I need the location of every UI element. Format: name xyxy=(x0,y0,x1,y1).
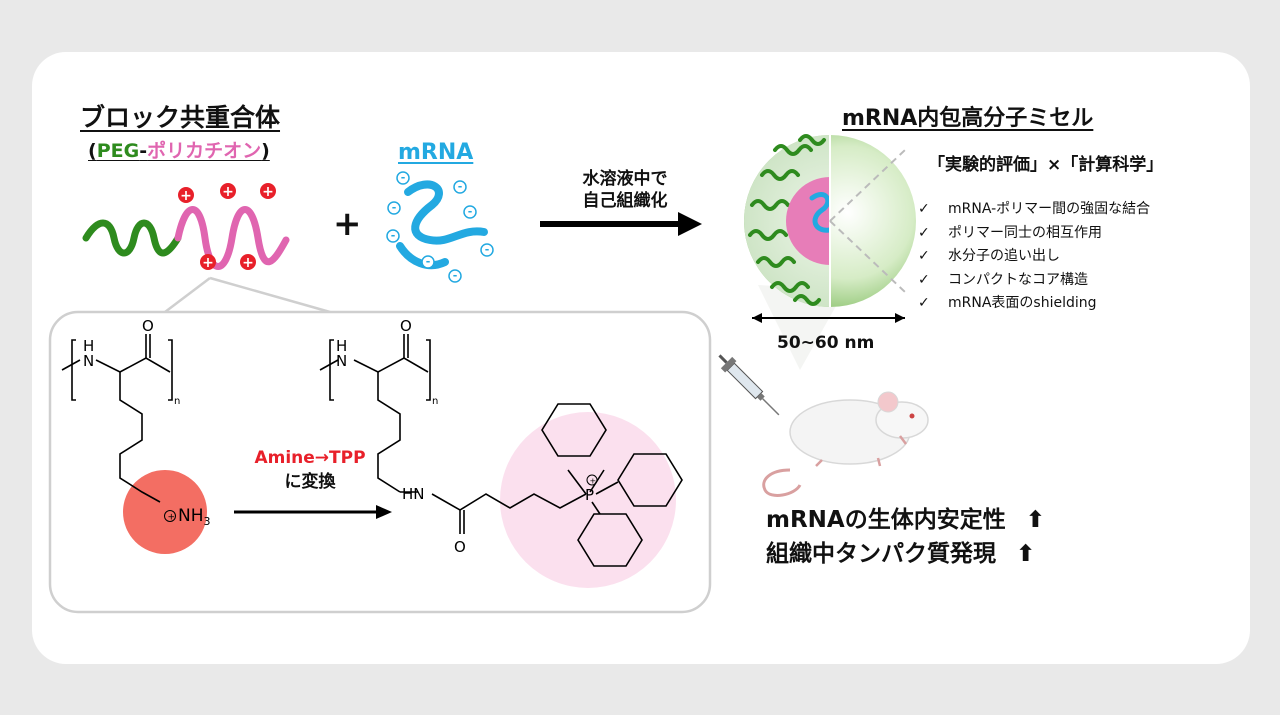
svg-text:-: - xyxy=(392,201,397,214)
self-assembly-label-line2: 自己組織化 xyxy=(582,191,668,211)
plus-charge-glyph: + xyxy=(168,513,176,523)
subscript-n: n xyxy=(174,396,180,407)
amine-highlight xyxy=(123,470,207,554)
result-expression-label: 組織中タンパク質発現 xyxy=(766,541,996,567)
conversion-label: Amine→TPP に変換 xyxy=(225,446,395,494)
svg-text:+: + xyxy=(262,184,274,200)
positive-charges: + + + + + xyxy=(178,183,276,271)
label-h: H xyxy=(83,337,94,355)
tpp-structure xyxy=(319,334,683,567)
svg-text:-: - xyxy=(401,171,406,184)
charge-icon: + xyxy=(240,254,256,271)
self-assembly-label: 水溶液中で 自己組織化 xyxy=(545,168,705,212)
check-icon: ✓ xyxy=(918,271,930,288)
svg-text:-: - xyxy=(458,180,463,193)
list-item: ✓ mRNA表面のshielding xyxy=(918,292,1150,316)
charge-icon: + xyxy=(178,187,194,204)
p-charge-glyph: + xyxy=(590,477,597,486)
charge-icon: + xyxy=(260,183,276,200)
subtitle-paren-open: ( xyxy=(88,140,97,162)
subtitle-peg: PEG xyxy=(96,140,140,162)
syringe-icon xyxy=(718,354,780,416)
checklist-item-label: 水分子の追い出し xyxy=(948,248,1060,264)
block-copolymer-subtitle: (PEG-ポリカチオン) xyxy=(88,136,270,163)
conversion-label-bottom: に変換 xyxy=(284,472,336,492)
result-stability: mRNAの生体内安定性 ⬆ xyxy=(766,500,1045,534)
plus-sign: + xyxy=(333,204,362,244)
label-hn: HN xyxy=(402,485,425,503)
svg-text:-: - xyxy=(485,243,490,256)
result-stability-label: mRNAの生体内安定性 xyxy=(766,507,1006,533)
peg-chain xyxy=(82,219,182,257)
self-assembly-label-line1: 水溶液中で xyxy=(582,169,668,189)
label-h-right: H xyxy=(336,337,347,355)
checklist-item-label: mRNA-ポリマー間の強固な結合 xyxy=(948,201,1151,217)
label-o-amide: O xyxy=(454,538,466,556)
svg-text:+: + xyxy=(222,184,234,200)
result-expression: 組織中タンパク質発現 ⬆ xyxy=(766,534,1035,568)
label-o: O xyxy=(142,317,154,335)
self-assembly-arrow xyxy=(540,212,702,236)
evaluation-title: 「実験的評価」×「計算科学」 xyxy=(928,155,1164,175)
label-n: N xyxy=(83,352,94,370)
subscript-n-right: n xyxy=(432,396,438,407)
subtitle-dash: - xyxy=(139,140,148,162)
nh3-label: NH3 xyxy=(178,506,211,528)
svg-text:+: + xyxy=(202,255,214,271)
mouse-icon xyxy=(762,391,929,497)
micelle-illustration xyxy=(744,134,916,370)
list-item: ✓ mRNA-ポリマー間の強固な結合 xyxy=(918,198,1150,222)
checklist-item-label: ポリマー同士の相互作用 xyxy=(948,224,1102,241)
block-copolymer-title: ブロック共重合体 xyxy=(80,103,281,132)
conversion-label-top: Amine→TPP xyxy=(254,448,366,468)
charge-icon: + xyxy=(220,183,236,200)
conversion-arrow xyxy=(234,505,392,519)
p-charge-icon xyxy=(586,474,598,486)
svg-text:-: - xyxy=(426,255,431,268)
mrna-strand: --- --- -- xyxy=(386,171,494,283)
checklist-item-label: mRNA表面のshielding xyxy=(948,295,1097,311)
polylysine-structure xyxy=(61,334,173,503)
micelle-title: mRNA内包高分子ミセル xyxy=(842,106,1094,131)
label-n-right: N xyxy=(336,352,347,370)
label-o-right: O xyxy=(400,317,412,335)
subtitle-polycation: ポリカチオン xyxy=(147,140,262,162)
list-item: ✓ コンパクトなコア構造 xyxy=(918,269,1150,293)
subtitle-paren-close: ) xyxy=(261,140,270,162)
label-p: P xyxy=(585,486,594,504)
micelle-size-label: 50~60 nm xyxy=(777,333,875,353)
core-mrna xyxy=(809,192,830,233)
svg-text:+: + xyxy=(180,188,192,204)
up-arrow-icon: ⬆ xyxy=(1025,507,1046,533)
checklist-item-label: コンパクトなコア構造 xyxy=(948,271,1088,288)
list-item: ✓ 水分子の追い出し xyxy=(918,245,1150,269)
check-icon: ✓ xyxy=(918,295,930,311)
size-arrow xyxy=(752,313,905,323)
svg-text:-: - xyxy=(468,205,473,218)
check-icon: ✓ xyxy=(918,248,930,264)
polycation-chain xyxy=(174,206,290,270)
svg-text:-: - xyxy=(391,229,396,242)
list-item: ✓ ポリマー同士の相互作用 xyxy=(918,222,1150,246)
up-arrow-icon: ⬆ xyxy=(1016,541,1036,567)
feature-checklist: ✓ mRNA-ポリマー間の強固な結合 ✓ ポリマー同士の相互作用 ✓ 水分子の追い出し… xyxy=(918,198,1150,316)
svg-text:+: + xyxy=(242,255,254,271)
charge-icon: + xyxy=(200,254,216,271)
check-icon: ✓ xyxy=(918,224,930,241)
plus-charge-icon xyxy=(164,510,176,522)
mrna-label: mRNA xyxy=(398,140,474,165)
micelle-core xyxy=(786,177,830,265)
check-icon: ✓ xyxy=(918,201,930,217)
svg-text:-: - xyxy=(453,269,458,282)
zoom-callout xyxy=(164,276,331,314)
peg-brushes xyxy=(748,134,826,306)
